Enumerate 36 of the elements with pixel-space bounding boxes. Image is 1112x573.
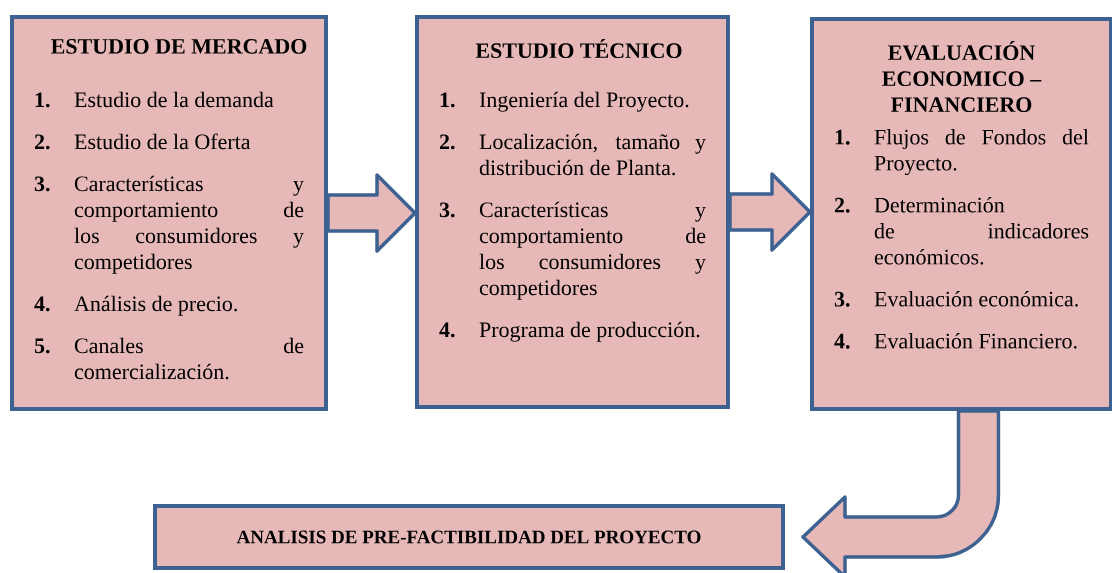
box-heading: ESTUDIO DE MERCADO [51,39,307,54]
list-number: 4. [439,322,455,338]
list-number: 1. [35,92,50,108]
list-number: 2. [834,197,850,213]
list-item: Localización, tamaño y distribución de Planta. [479,133,706,176]
list-number: 5. [34,338,50,354]
box-heading: ESTUDIO TÉCNICO [475,39,682,59]
list-number: 4. [34,296,50,312]
bent-block-arrow [801,409,1001,573]
list-item: Evaluación económica. [874,291,1078,307]
list-item: Determinación de indicadores económicos. [874,197,1089,265]
list-item: Canales de comercialización. [74,337,304,380]
block-arrow [326,173,417,253]
list-number: 2. [34,134,50,150]
process-box [10,15,328,411]
list-item: Estudio de la Oferta [74,133,251,150]
box-heading: EVALUACIÓN ECONOMICO – FINANCIERO [882,41,1042,113]
list-number: 3. [34,176,50,192]
list-number: 1. [835,129,850,145]
list-item: Características y comportamiento de los consumidores y competidores [74,175,304,274]
result-box: ANALISIS DE PRE-FACTIBILIDAD DEL PROYECTO [153,504,785,570]
list-item: Estudio de la demanda [74,91,274,108]
process-box [415,15,730,409]
list-number: 2. [439,134,455,150]
list-number: 1. [440,92,455,108]
list-item: Análisis de precio. [74,295,237,316]
list-number: 3. [834,291,850,307]
block-arrow [728,172,812,252]
list-item: Evaluación Financiero. [874,333,1077,349]
process-box [810,17,1112,411]
list-item: Flujos de Fondos del Proyecto. [874,129,1089,176]
list-number: 4. [834,333,850,349]
list-item: Ingeniería del Proyecto. [479,91,689,112]
list-item: Características y comportamiento de los consumidores y competidores [479,201,706,300]
list-number: 3. [439,202,455,218]
list-item: Programa de producción. [479,321,700,342]
